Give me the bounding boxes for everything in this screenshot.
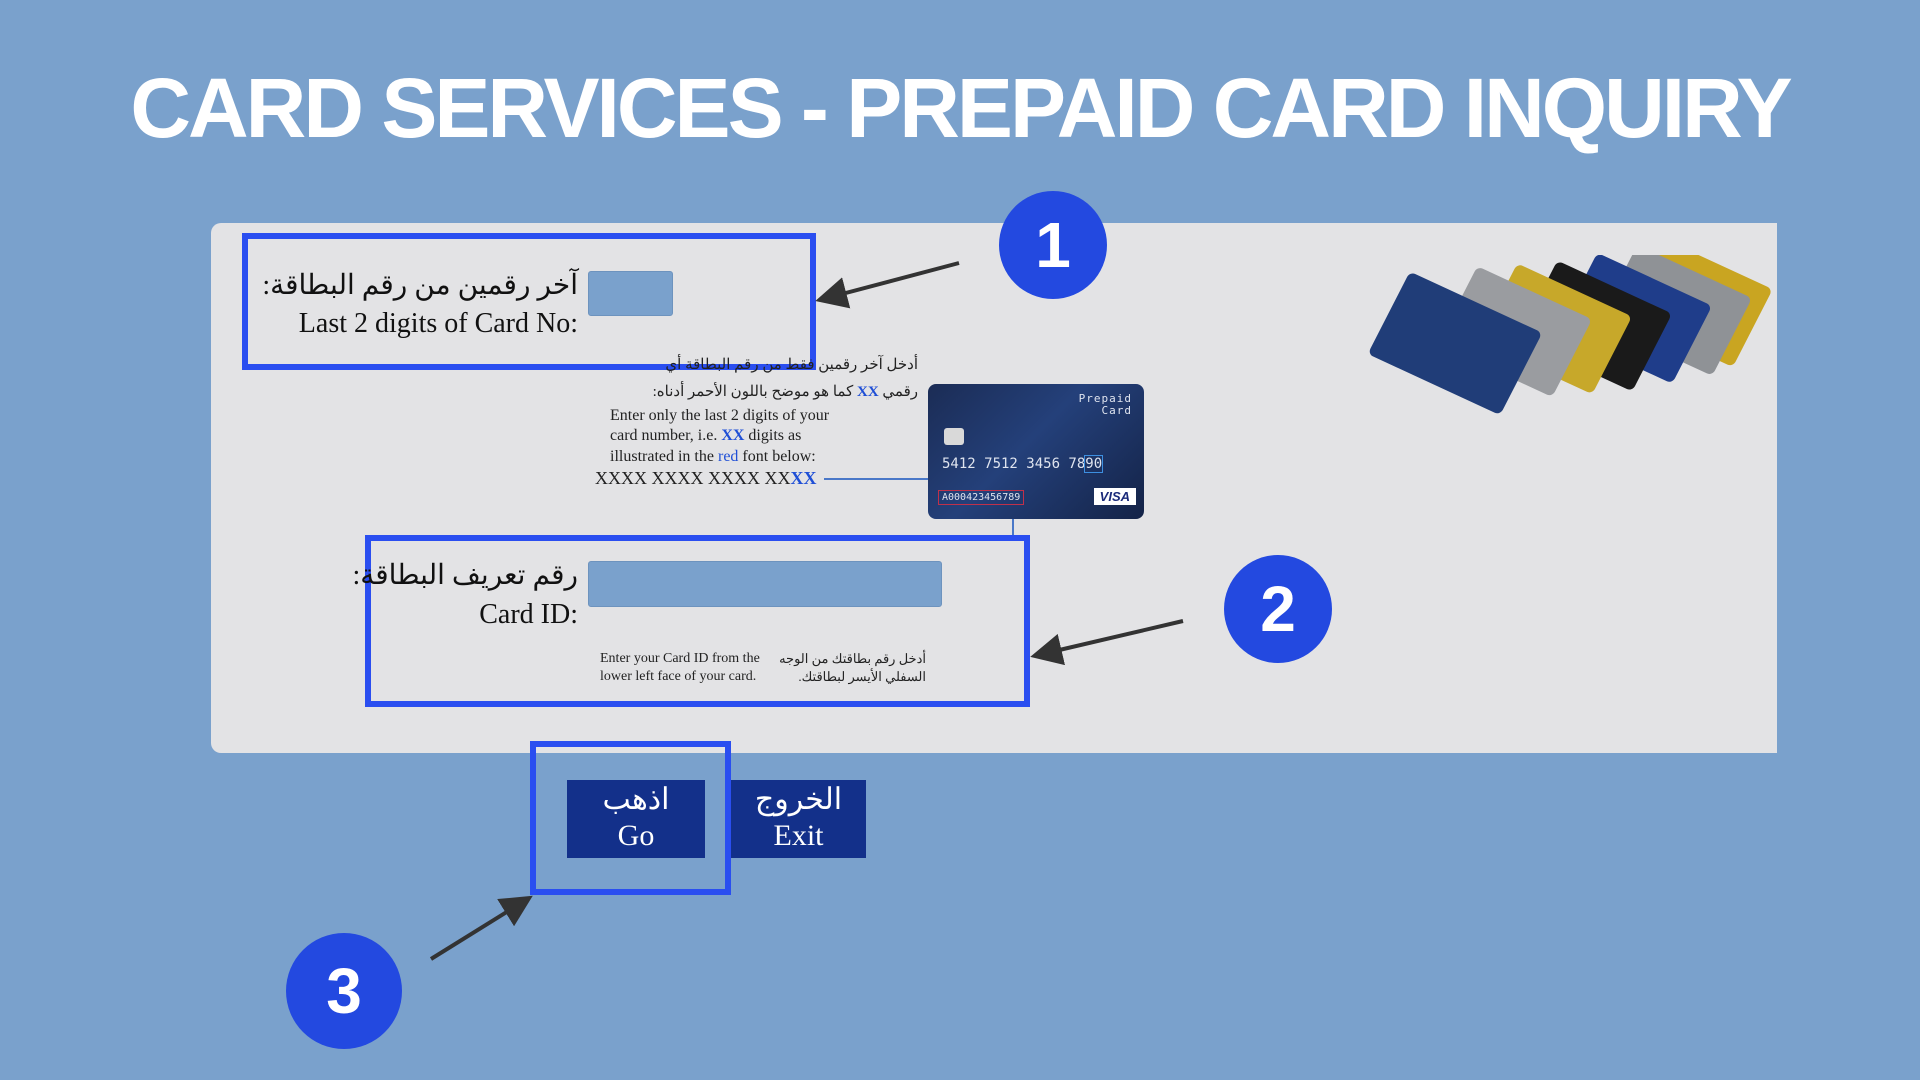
card-id-highlight-box bbox=[365, 535, 1030, 707]
visa-logo: VISA bbox=[1093, 488, 1136, 505]
arrow-to-step-3 bbox=[429, 895, 533, 961]
arrow-to-step-2 bbox=[1030, 619, 1184, 666]
last-digits-input[interactable] bbox=[588, 271, 673, 316]
instruction-ar-2: رقمي XX كما هو موضح باللون الأحمر أدناه: bbox=[652, 384, 918, 400]
instruction-en-1: Enter only the last 2 digits of your bbox=[610, 407, 830, 424]
card-id-label-ar: :رقم تعريف البطاقة bbox=[352, 560, 578, 591]
step-1-badge: 1 bbox=[999, 191, 1107, 299]
card-brand-top: Prepaid bbox=[1078, 392, 1132, 405]
card-stack-image bbox=[1369, 255, 1771, 414]
card-number: 5412 7512 3456 7890 bbox=[942, 455, 1104, 473]
card-id-label-en: Card ID: bbox=[479, 599, 578, 630]
page-title: CARD SERVICES - PREPAID CARD INQUIRY bbox=[130, 61, 1792, 155]
arrow-to-step-1 bbox=[815, 261, 960, 309]
instruction-en-3: illustrated in the red font below: bbox=[610, 448, 816, 465]
go-highlight-box bbox=[530, 741, 731, 895]
card-id-input[interactable] bbox=[588, 561, 942, 607]
card-id-sample: A000423456789 bbox=[938, 490, 1025, 505]
instruction-en-2: card number, i.e. XX digits as bbox=[610, 427, 802, 444]
last-digits-label-en: Last 2 digits of Card No: bbox=[298, 308, 578, 339]
chip-icon bbox=[944, 428, 964, 445]
last-digits-label-ar: :آخر رقمين من رقم البطاقة bbox=[262, 270, 578, 301]
last-digits-highlight-box bbox=[242, 233, 816, 370]
card-number-mask: XXXX XXXX XXXX XXXX bbox=[595, 468, 817, 488]
step-2-badge: 2 bbox=[1224, 555, 1332, 663]
instruction-ar-1: أدخل آخر رقمين فقط من رقم البطاقة أي bbox=[665, 357, 918, 373]
card-brand-bottom: Card bbox=[1101, 404, 1132, 417]
step-3-badge: 3 bbox=[286, 933, 402, 1049]
